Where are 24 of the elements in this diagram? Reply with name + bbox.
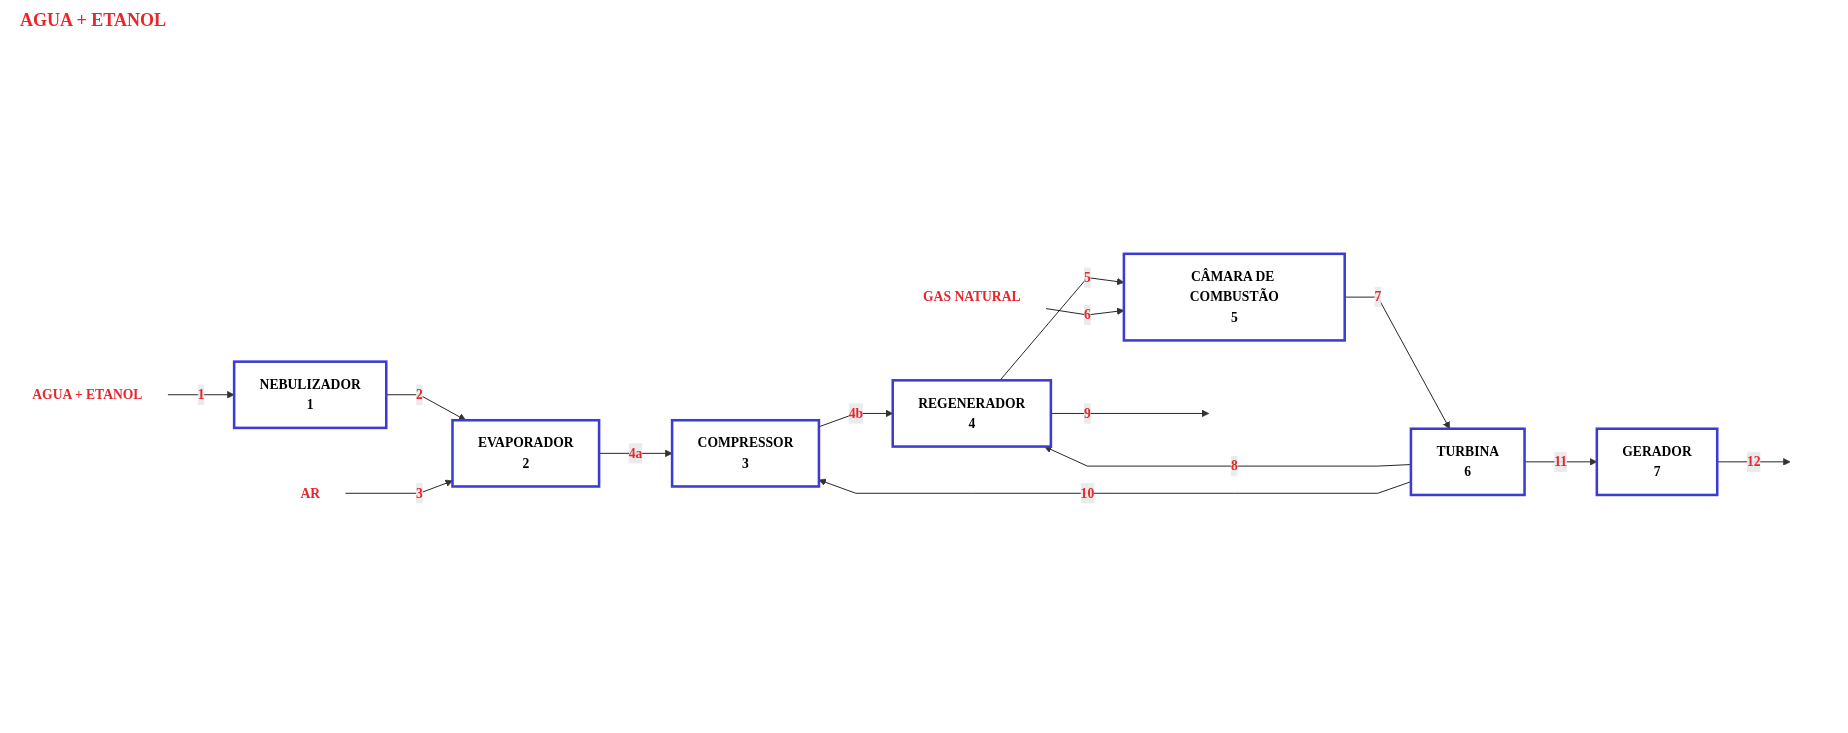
- edge-label: 1: [197, 387, 205, 402]
- edge-label: 9: [1084, 405, 1091, 421]
- stream-label: AGUA + ETANOL: [20, 10, 166, 31]
- edge-label: 4b: [848, 405, 864, 421]
- node-box: NEBULIZADOR 1: [232, 360, 388, 430]
- node-box: GERADOR 7: [1595, 427, 1719, 497]
- node-text: GAS NATURAL: [923, 289, 1021, 304]
- edge-label: 12: [1746, 454, 1761, 469]
- node-box: COMPRESSOR 3: [670, 418, 821, 488]
- edge-label: 3: [415, 485, 423, 501]
- node-text: AR: [300, 485, 321, 501]
- node-box: CÂMARA DE COMBUSTÃO 5: [1122, 252, 1346, 342]
- edge-label: 8: [1230, 458, 1238, 473]
- edge-label: 7: [1374, 289, 1382, 304]
- node-box: REGENERADOR 4: [891, 379, 1053, 448]
- node-text: AGUA + ETANOL: [32, 387, 143, 402]
- edge-label: 4a: [628, 445, 643, 461]
- edge-label: 10: [1080, 485, 1095, 501]
- edge-label: 2: [415, 387, 423, 402]
- node-box: TURBINA 6: [1409, 427, 1526, 497]
- node-box: EVAPORADOR 2: [451, 418, 601, 488]
- edge-label: 6: [1084, 307, 1091, 322]
- edge-label: 5: [1084, 269, 1091, 285]
- edge-label: 11: [1554, 454, 1568, 469]
